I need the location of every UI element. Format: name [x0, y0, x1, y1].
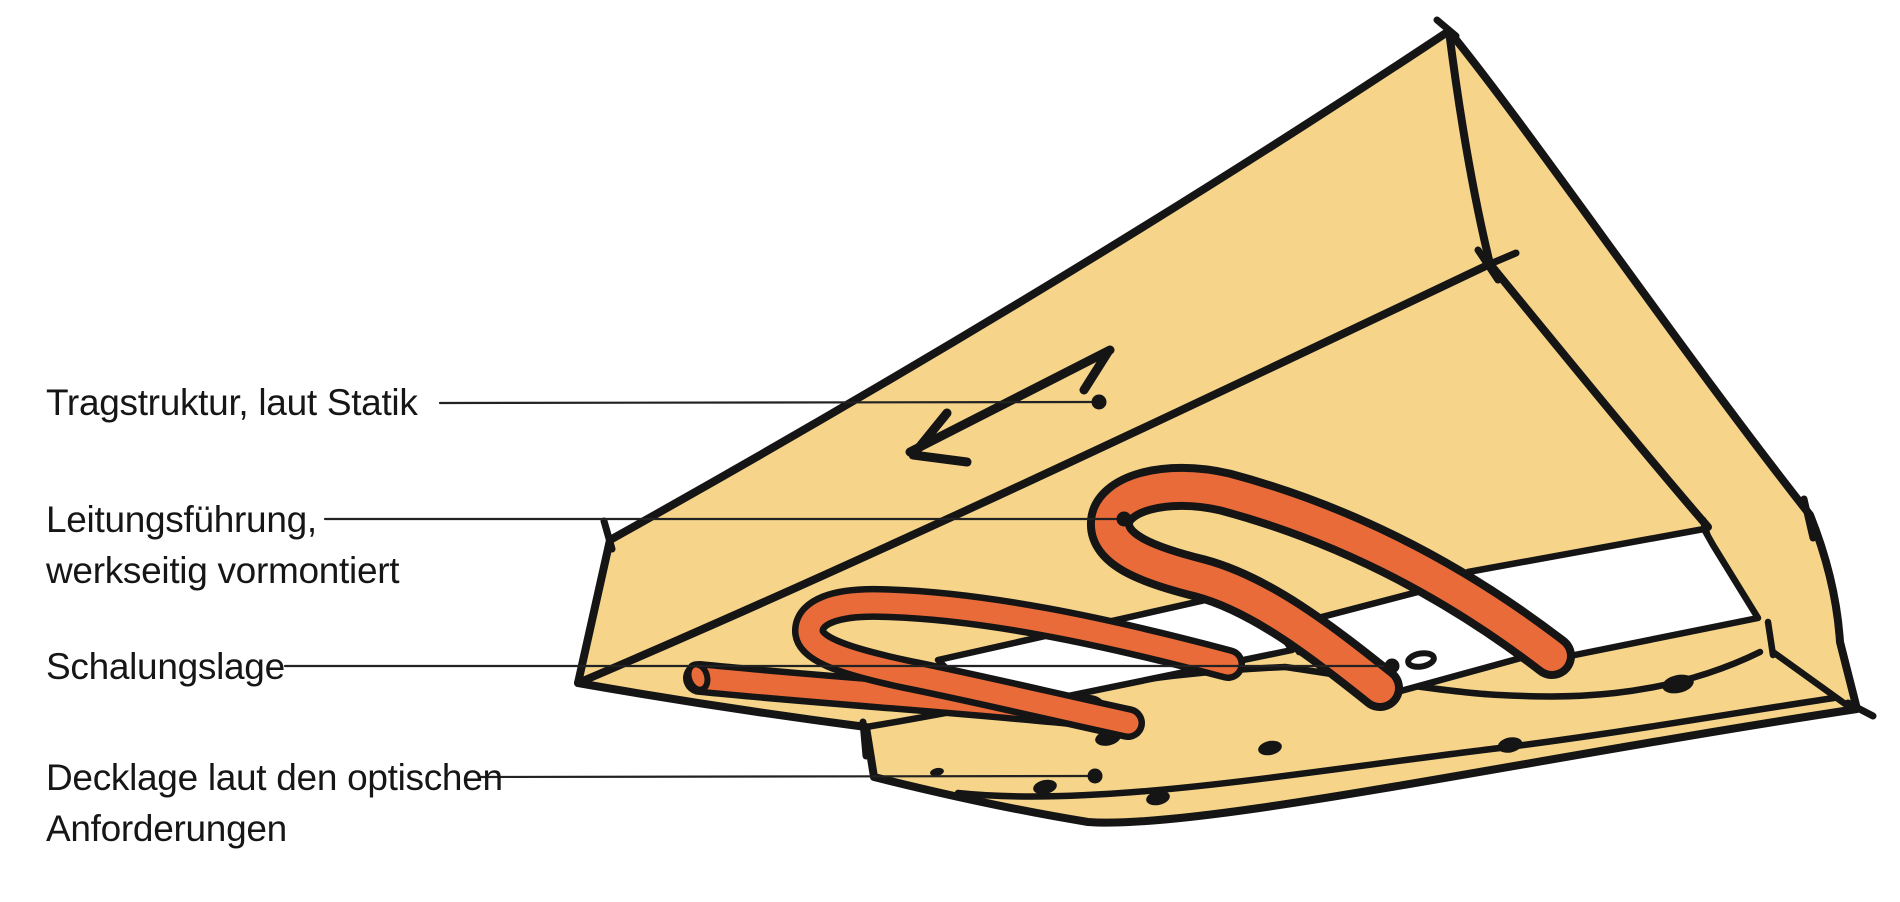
- dot-schalungslage: [1384, 658, 1400, 674]
- leader-lines: [283, 400, 1386, 779]
- leader-decklage: [478, 774, 1089, 779]
- cover-board-right-end: [1764, 618, 1852, 710]
- dot-tragstruktur: [1091, 394, 1107, 410]
- conduits: [683, 463, 1575, 740]
- edge-ridge: [574, 260, 1494, 687]
- edge-apex-to-junction: [1445, 27, 1494, 268]
- label-decklage-line1: Decklage laut den optischen: [46, 757, 503, 798]
- timber-body: [574, 16, 1877, 827]
- dot-decklage: [1087, 768, 1103, 784]
- label-leitungsfuehrung-line2: werkseitig vormontiert: [46, 550, 400, 591]
- straight-pipe-end-cap: [685, 661, 711, 693]
- middle-loop: [798, 592, 1239, 734]
- label-decklage: Decklage laut den optischen Anforderunge…: [46, 752, 503, 854]
- leader-tragstruktur: [438, 400, 1093, 405]
- large-loop: [1095, 471, 1567, 703]
- label-leitungsfuehrung: Leitungsführung, werkseitig vormontiert: [46, 494, 400, 596]
- edge-right-face: [1486, 260, 1712, 531]
- timber-body-silhouette: [574, 27, 1861, 827]
- cover-board-holes: [930, 674, 1694, 806]
- leader-dots: [1087, 394, 1400, 784]
- formwork-hole: [1405, 650, 1437, 670]
- span-direction-arrow: [905, 345, 1115, 467]
- label-decklage-line2: Anforderungen: [46, 808, 287, 849]
- dot-leitungsfuehrung: [1116, 511, 1132, 527]
- label-leitungsfuehrung-line1: Leitungsführung,: [46, 499, 317, 540]
- label-tragstruktur: Tragstruktur, laut Statik: [46, 382, 418, 423]
- label-schalungslage: Schalungslage: [46, 646, 285, 687]
- cover-board-thickness-line: [954, 694, 1838, 800]
